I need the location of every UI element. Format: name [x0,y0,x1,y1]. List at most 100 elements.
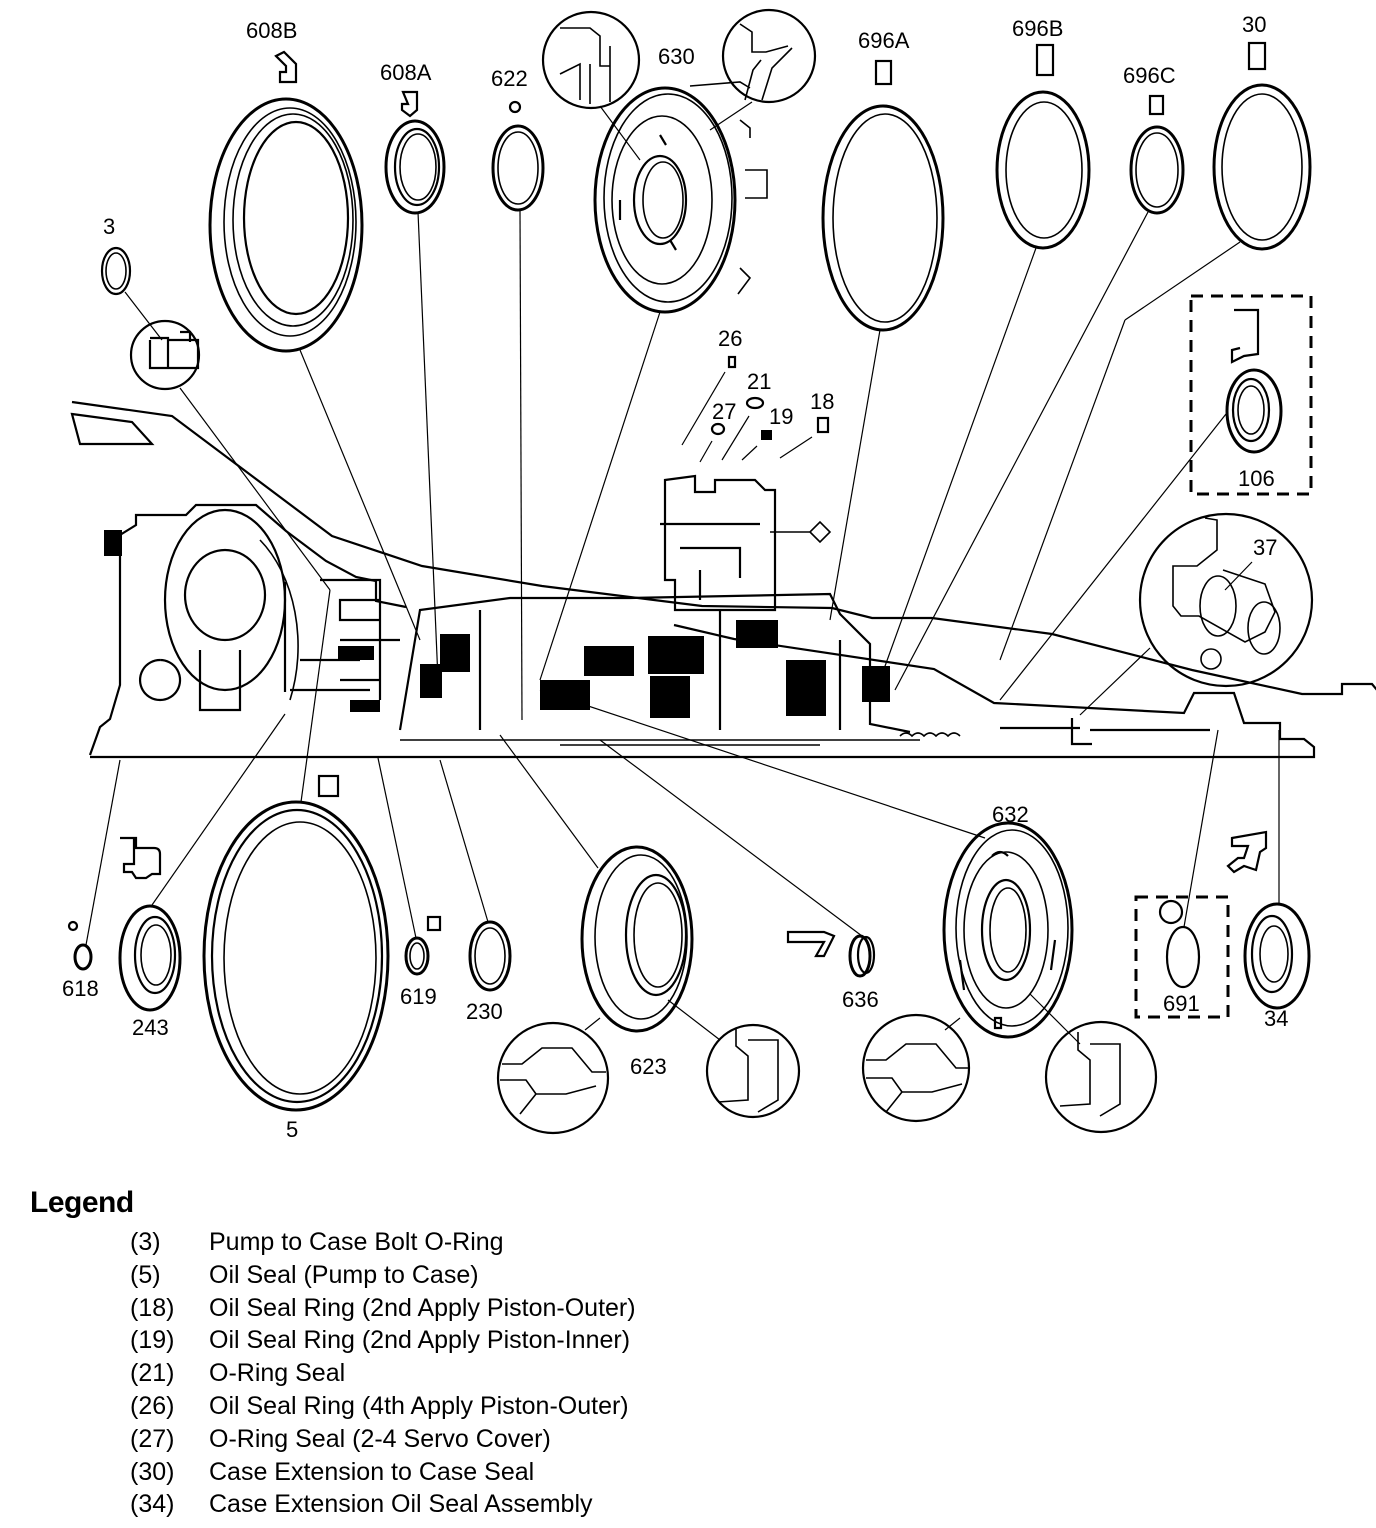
legend-item-number: (18) [130,1293,175,1322]
legend-item-text: O-Ring Seal (2-4 Servo Cover) [209,1424,551,1453]
seal-230: 230 [439,759,512,1024]
callout-30: 30 [1242,12,1266,37]
seal-5: 5 [202,589,390,1142]
square-profile-symbol-696A [874,59,893,86]
seal-30: 30 [1212,12,1312,251]
seal-608A: 608A [380,60,446,215]
seal-636: 636 [599,739,879,1012]
legend-item: (5) Oil Seal (Pump to Case) [130,1259,636,1292]
lip-profile-symbol-243 [120,836,162,880]
callout-5: 5 [286,1117,298,1142]
seal-34: 34 [1226,730,1311,1031]
lip-profile-symbol-636 [786,930,836,958]
square-profile-symbol-26 [727,355,737,369]
legend-item-text: Oil Seal (Pump to Case) [209,1260,479,1289]
callout-696B: 696B [1012,16,1063,41]
detail-circle-623-inner [705,1023,801,1119]
callout-636: 636 [842,987,879,1012]
legend-item: (26) Oil Seal Ring (4th Apply Piston-Oute… [130,1390,636,1423]
seal-106-group: 106 [999,294,1313,701]
legend-item-number: (3) [130,1228,161,1256]
round-profile-symbol-622 [508,100,522,114]
lip-profile-symbol-34 [1226,830,1268,874]
callout-37: 37 [1253,535,1277,560]
callout-623: 623 [630,1054,667,1079]
callout-27: 27 [712,399,736,424]
callout-230: 230 [466,999,503,1024]
legend-item: (19) Oil Seal Ring (2nd Apply Piston-Inne… [130,1324,636,1357]
legend-item-number: (19) [130,1326,175,1355]
callout-19: 19 [769,404,793,429]
detail-circle-623-outer [496,1021,610,1135]
seal-location-diagram: 608B 608A 622 630 696A [62,8,1376,1142]
callout-696A: 696A [858,28,910,53]
legend-item-number: (26) [130,1391,175,1420]
seal-243: 243 [118,713,286,1040]
seal-632: 632 [539,689,1158,1134]
round-profile-symbol-618 [67,920,79,932]
seal-3: 3 [100,214,201,391]
transmission-cross-section [70,400,1376,759]
legend-item: (21) O-Ring Seal [130,1357,636,1390]
square-profile-symbol-696B [1035,43,1055,77]
detail-circle-632-inner [1044,1020,1158,1134]
round-profile-symbol-27 [710,422,726,436]
legend-item: (30) Case Extension to Case Seal [130,1456,636,1489]
lip-profile-symbol-106 [1230,308,1260,364]
seal-608B: 608B [208,18,364,353]
lip-seal-symbol-608A [400,90,419,118]
seal-630: 630 [541,8,817,314]
detail-circle-630-outer [721,8,817,104]
callout-21: 21 [747,369,771,394]
seal-691-group: 691 [1134,729,1230,1019]
callout-691: 691 [1163,991,1200,1016]
legend-list: (3)Pump to Case Bolt O-Ring(5) Oil Seal (… [30,1226,636,1521]
legend-item: (3)Pump to Case Bolt O-Ring [130,1226,636,1259]
callout-18: 18 [810,389,834,414]
legend-item-text: Case Extension to Case Seal [209,1457,535,1486]
legend-item-number: (5) [130,1260,161,1289]
legend: Legend (3)Pump to Case Bolt O-Ring(5) Oil… [30,1186,636,1521]
legend-item-text: Oil Seal Ring (2nd Apply Piston-Inner) [209,1326,631,1355]
legend-item-number: (21) [130,1359,175,1388]
seal-623: 623 [496,734,801,1135]
seal-618: 618 [62,759,121,1001]
lip-profile-symbol-18 [816,416,830,434]
round-profile-symbol-21 [745,396,765,410]
square-profile-symbol-619 [426,915,442,932]
legend-item: (18) Oil Seal Ring (2nd Apply Piston-Oute… [130,1292,636,1325]
square-profile-symbol-30 [1247,41,1267,71]
seal-622: 622 [491,66,545,212]
legend-title: Legend [30,1186,134,1219]
seal-696A: 696A [821,28,945,332]
detail-circle-630-inner [541,10,641,110]
legend-item-text: Oil Seal Ring (4th Apply Piston-Outer) [209,1391,629,1420]
callout-618: 618 [62,976,99,1001]
seal-696C: 696C [1123,63,1185,215]
square-profile-symbol-696C [1148,94,1165,116]
seal-37-detail: 37 [1079,512,1314,716]
callout-106: 106 [1238,466,1275,491]
square-profile-symbol-5 [317,774,340,798]
square-profile-symbol-19 [761,430,772,440]
callout-34: 34 [1264,1006,1288,1031]
legend-item: (34)Case Extension Oil Seal Assembly [130,1488,636,1521]
legend-item-text: O-Ring Seal [209,1359,346,1388]
callout-619: 619 [400,984,437,1009]
seal-696B: 696B [995,16,1091,250]
callout-26: 26 [718,326,742,351]
callout-622: 622 [491,66,528,91]
lip-seal-symbol-608B [274,50,298,84]
callout-3: 3 [103,214,115,239]
legend-item: (27) O-Ring Seal (2-4 Servo Cover) [130,1423,636,1456]
round-profile-symbol-691 [1158,899,1184,925]
callout-632: 632 [992,802,1029,827]
legend-item-text: Oil Seal Ring (2nd Apply Piston-Outer) [209,1293,636,1322]
legend-item-number: (27) [130,1424,175,1453]
servo-seals: 26 21 27 19 18 [681,326,834,463]
legend-item-number: (30) [130,1457,175,1486]
callout-696C: 696C [1123,63,1176,88]
detail-circle-632-outer [861,1013,971,1123]
callout-608B: 608B [246,18,297,43]
callout-630: 630 [658,44,695,69]
